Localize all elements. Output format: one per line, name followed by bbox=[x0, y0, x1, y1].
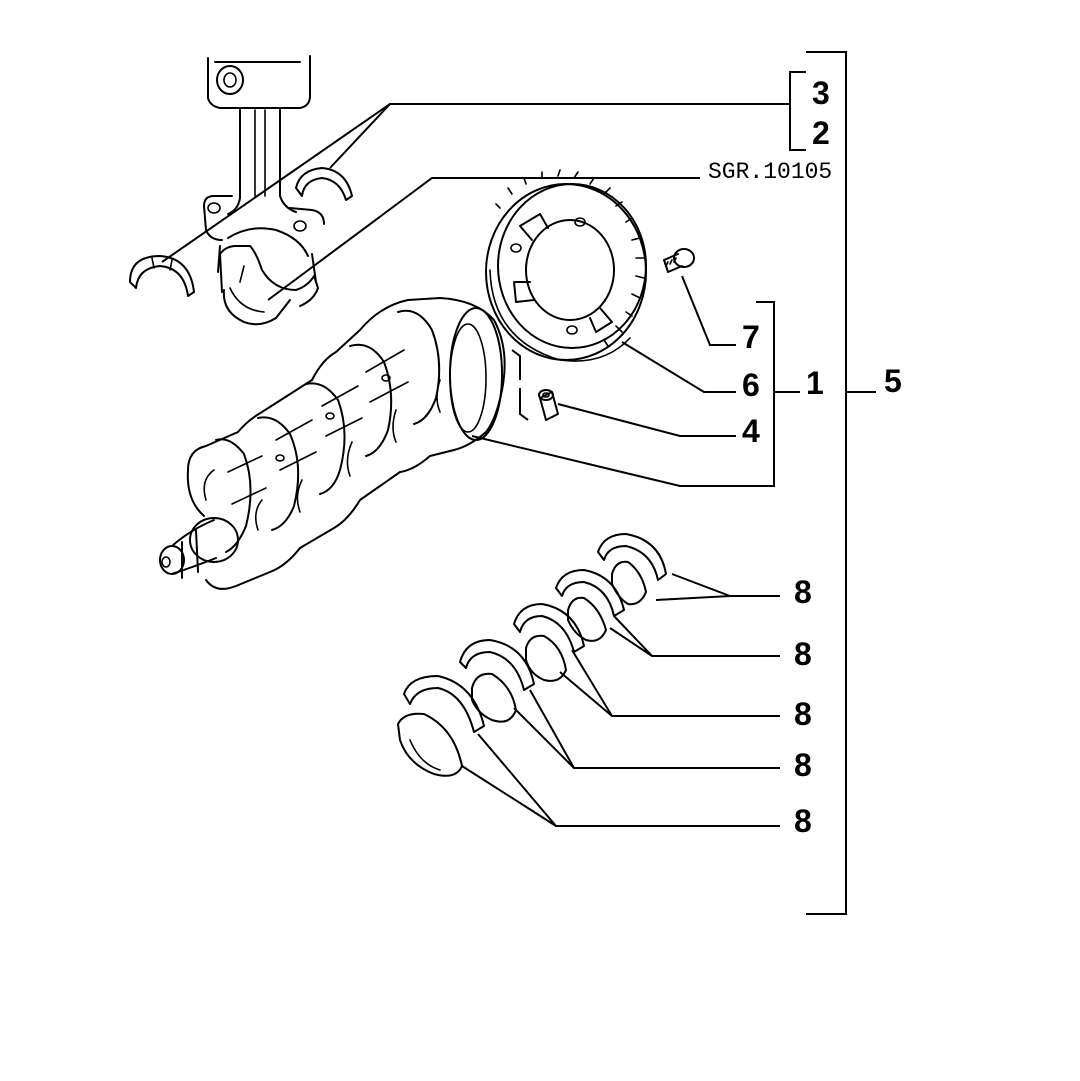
callout-8-d: 8 bbox=[794, 747, 812, 783]
callout-5: 5 bbox=[884, 363, 902, 399]
callout-3: 3 bbox=[812, 75, 830, 111]
callout-8-a: 8 bbox=[794, 574, 812, 610]
half-shell-lower bbox=[129, 255, 195, 297]
drawing-reference: SGR.10105 bbox=[708, 159, 832, 185]
callout-8-b: 8 bbox=[794, 636, 812, 672]
crankshaft bbox=[159, 297, 506, 590]
callout-4: 4 bbox=[742, 413, 760, 449]
leader-lines bbox=[161, 51, 876, 915]
half-shell-upper bbox=[295, 167, 353, 201]
gear-bolt bbox=[663, 248, 695, 273]
timing-gear bbox=[485, 169, 647, 362]
callout-6: 6 bbox=[742, 367, 760, 403]
conrod-cap bbox=[219, 245, 319, 326]
callout-2: 2 bbox=[812, 115, 830, 151]
callout-7: 7 bbox=[742, 319, 760, 355]
dowel-pin bbox=[538, 389, 559, 421]
main-bearing-shells bbox=[397, 533, 667, 777]
callout-8-c: 8 bbox=[794, 696, 812, 732]
connecting-rod bbox=[203, 55, 325, 283]
callout-8-e: 8 bbox=[794, 803, 812, 839]
callout-1: 1 bbox=[806, 365, 824, 401]
